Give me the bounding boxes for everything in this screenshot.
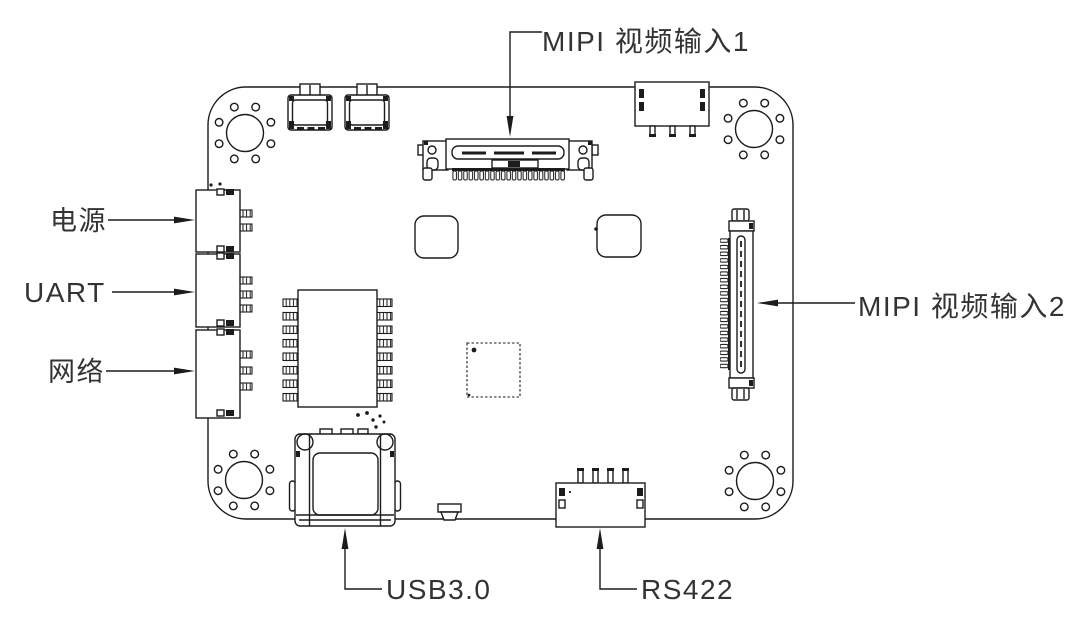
- top-right-3pin-connector: [634, 81, 710, 137]
- rs422-arrowhead: [596, 528, 604, 549]
- mipi1-connector: [417, 138, 599, 181]
- label-uart: UART: [24, 277, 195, 308]
- label-rs422: RS422: [596, 528, 734, 605]
- label-network: 网络: [48, 357, 195, 387]
- network-connector: [195, 328, 253, 419]
- rs422-label: RS422: [641, 574, 734, 605]
- mipi1-arrowhead: [506, 116, 514, 137]
- usb3-connector: [288, 428, 402, 527]
- label-power: 电源: [50, 206, 195, 236]
- mipi1-pin-teeth: [452, 171, 565, 181]
- bottom-edge-tab: [437, 503, 462, 521]
- rs422-leader-line: [599, 547, 637, 590]
- usb3-label: USB3.0: [386, 574, 492, 605]
- mipi2-connector: [720, 208, 755, 401]
- label-mipi1: MIPI 视频输入1: [506, 26, 750, 137]
- usb3-arrowhead: [341, 528, 349, 549]
- uart-arrowhead: [174, 288, 195, 296]
- network-label: 网络: [48, 357, 105, 387]
- mipi2-label: MIPI 视频输入2: [858, 291, 1066, 322]
- power-connector: [195, 182, 253, 253]
- solder-dots: [356, 411, 386, 429]
- soic-chip: [282, 289, 393, 408]
- power-label: 电源: [50, 206, 107, 236]
- qfn-chip: [466, 342, 521, 398]
- crystal-package-2: [594, 214, 642, 258]
- rs422-connector: [555, 468, 646, 528]
- network-arrowhead: [174, 367, 195, 375]
- uart-label: UART: [24, 277, 106, 308]
- label-mipi2: MIPI 视频输入2: [757, 291, 1066, 322]
- mipi1-label: MIPI 视频输入1: [542, 26, 750, 57]
- mipi1-leader-line: [509, 31, 542, 118]
- power-arrowhead: [174, 216, 195, 224]
- label-usb3: USB3.0: [341, 528, 492, 605]
- crystal-package-1: [414, 215, 459, 259]
- mipi2-pin-teeth: [720, 238, 728, 370]
- mipi2-arrowhead: [757, 299, 778, 307]
- usb3-leader-line: [344, 547, 382, 590]
- uart-connector: [195, 252, 253, 328]
